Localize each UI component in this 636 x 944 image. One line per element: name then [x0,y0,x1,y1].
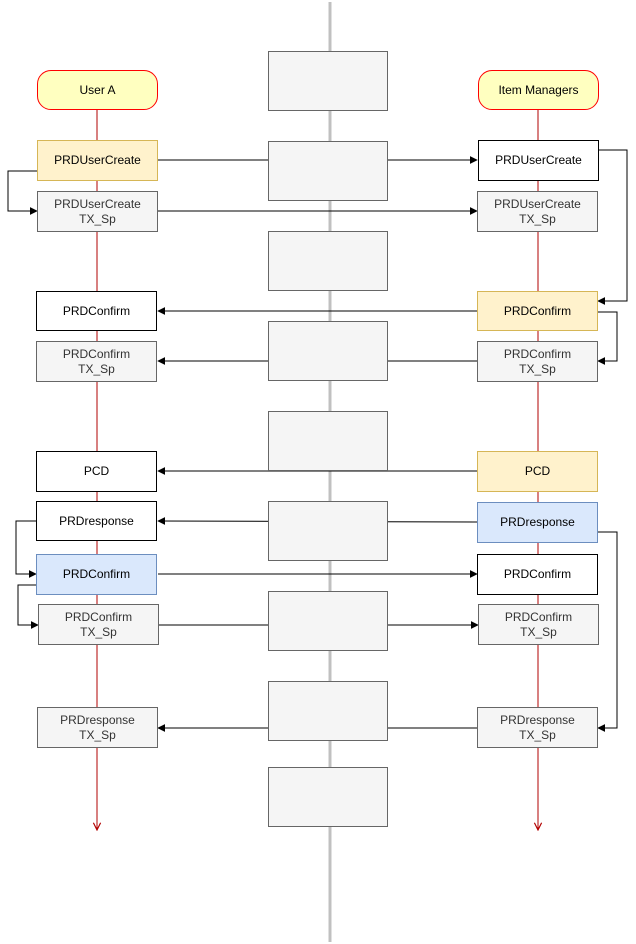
message-label: PRDConfirm [504,609,573,624]
message-label: PRDConfirm [62,346,131,361]
message-sublabel: TX_Sp [79,727,116,742]
loop-left-confirm [17,584,39,629]
message-box-left: PRDConfirm [36,291,157,331]
message-label: PRDresponse [59,513,134,528]
message-box-left: PCD [36,451,157,492]
center-band [268,51,388,111]
loop-right-confirm [597,311,618,365]
message-label: PRDresponse [60,712,135,727]
loop-left-response [15,520,37,578]
message-label: PRDConfirm [62,303,131,318]
message-box-left: PRDConfirm TX_Sp [36,341,157,382]
message-box-left: PRDresponse TX_Sp [37,707,158,748]
loop-right-create-to-confirm [597,149,628,305]
center-band [268,141,388,201]
message-label: PRDresponse [500,515,575,529]
center-band [268,767,388,827]
message-box-left: PRDUserCreate [37,140,158,181]
message-box-left: PRDConfirm TX_Sp [38,604,159,645]
message-label: PRDUserCreate [54,153,141,167]
message-label: PCD [524,464,551,478]
message-label: PRDConfirm [503,303,572,318]
message-sublabel: TX_Sp [79,211,116,226]
message-sublabel: TX_Sp [78,361,115,376]
message-box-right: PRDresponse TX_Sp [477,707,598,748]
message-sublabel: TX_Sp [520,624,557,639]
message-box-left: PRDresponse [36,501,157,541]
message-sublabel: TX_Sp [519,361,556,376]
message-box-right: PCD [477,451,598,492]
message-box-left: PRDConfirm [36,554,157,595]
loop-left-create [7,170,38,215]
center-band [268,591,388,651]
message-box-left: PRDUserCreate TX_Sp [37,191,158,232]
message-sublabel: TX_Sp [80,624,117,639]
message-box-right: PRDresponse [477,502,598,543]
center-band [268,231,388,291]
actor-label: Item Managers [498,82,579,97]
message-label: PCD [83,464,110,478]
message-label: PRDUserCreate [495,153,582,167]
message-box-right: PRDConfirm TX_Sp [478,604,599,645]
message-sublabel: TX_Sp [519,211,556,226]
center-band [268,681,388,741]
message-sublabel: TX_Sp [519,727,556,742]
actor-user-a: User A [37,70,158,110]
loop-right-response [597,531,618,732]
actor-label: User A [79,82,116,97]
message-box-right: PRDConfirm [477,554,598,595]
message-box-right: PRDUserCreate TX_Sp [477,191,598,232]
center-band [268,411,388,471]
message-label: PRDConfirm [503,567,572,581]
message-label: PRDConfirm [503,346,572,361]
center-band [268,501,388,561]
message-label: PRDUserCreate [494,196,581,211]
center-band [268,321,388,381]
message-label: PRDUserCreate [54,196,141,211]
message-box-right: PRDConfirm TX_Sp [477,341,598,382]
actor-item-managers: Item Managers [478,70,599,110]
message-box-right: PRDUserCreate [478,140,599,181]
message-box-right: PRDConfirm [477,291,598,331]
message-label: PRDConfirm [62,567,131,581]
message-label: PRDresponse [500,712,575,727]
message-label: PRDConfirm [64,609,133,624]
